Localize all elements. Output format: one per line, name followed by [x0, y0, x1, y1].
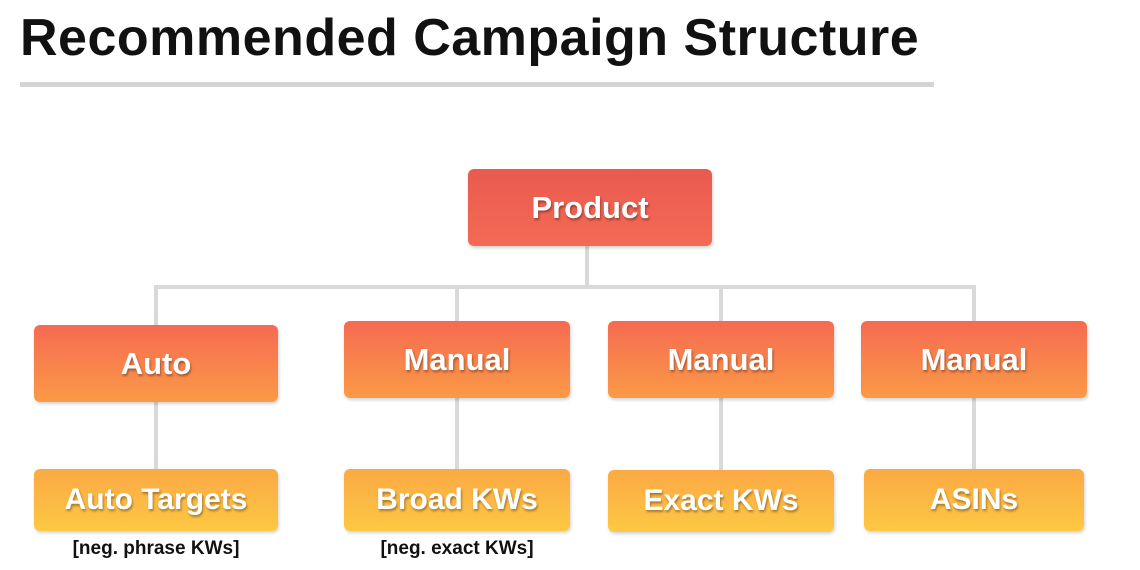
target-node-asins: ASINs	[864, 469, 1084, 531]
negative-keyword-note-auto: [neg. phrase KWs]	[72, 538, 240, 559]
campaign-node-manual-exact: Manual	[608, 321, 834, 398]
title-underline	[20, 82, 934, 87]
campaign-node-manual-broad: Manual	[344, 321, 570, 398]
negative-keyword-note-broad: [neg. exact KWs]	[380, 538, 534, 559]
campaign-node-manual-asins: Manual	[861, 321, 1087, 398]
campaign-node-auto: Auto	[34, 325, 278, 402]
target-node-broad-kws: Broad KWs	[344, 469, 570, 531]
target-node-exact-kws: Exact KWs	[608, 470, 834, 532]
product-node: Product	[468, 169, 712, 246]
target-node-auto-targets: Auto Targets	[34, 469, 278, 531]
page-title: Recommended Campaign Structure	[20, 9, 920, 67]
